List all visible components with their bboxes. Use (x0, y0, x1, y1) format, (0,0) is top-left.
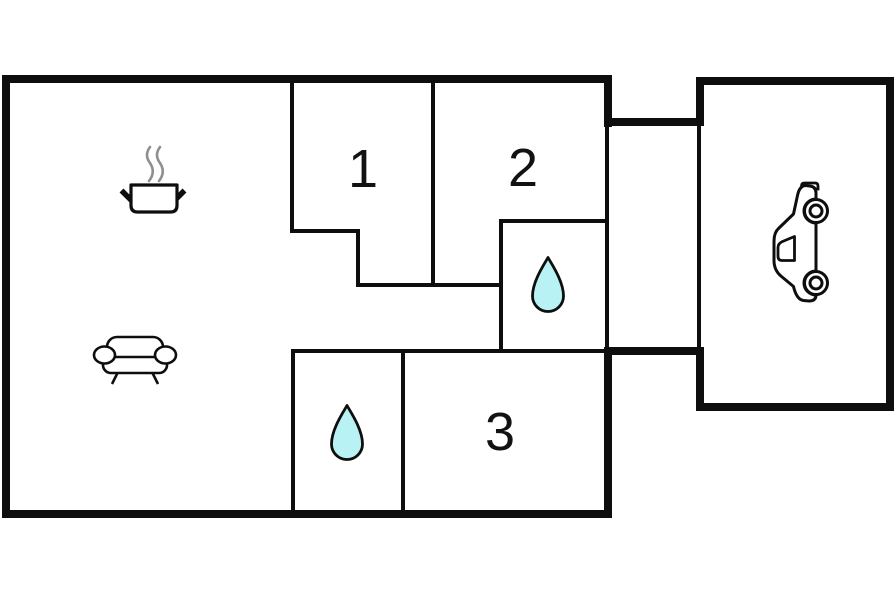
water-drop-icon (531, 256, 565, 313)
wall-room1-step-horizontal (290, 229, 360, 233)
wall-house-right-mid (605, 127, 609, 348)
wall-house-right-upper (604, 75, 612, 127)
car-icon (772, 181, 829, 303)
wall-lower-rooms-top (291, 349, 605, 353)
wall-garage-left-upper (696, 77, 704, 126)
cooking-pot-icon (119, 145, 187, 214)
wall-corridor-top (604, 118, 702, 126)
wall-corridor-bottom (604, 347, 702, 355)
sofa-armrest-left (92, 345, 117, 365)
car-wheel-rear-hub (808, 275, 824, 291)
wall-garage-bottom (696, 403, 894, 411)
water-drop-icon (330, 404, 364, 461)
sofa-seat (101, 355, 169, 375)
wall-bathroom-upper-left (499, 219, 503, 353)
car-wheel-front-hub (808, 203, 824, 219)
wall-bathroom-lower-room3-divider (401, 351, 405, 510)
wall-rooms12-bottom (356, 283, 503, 287)
steam-line (155, 145, 165, 183)
wall-garage-right (886, 77, 894, 411)
sofa-icon (92, 335, 178, 385)
wall-garage-top (696, 77, 894, 85)
wall-house-bottom (2, 510, 612, 518)
wall-room1-left (290, 83, 294, 233)
wall-house-right-lower (604, 347, 612, 518)
room-3-label: 3 (484, 402, 516, 462)
water-drop-shape (531, 256, 565, 313)
sofa-armrest-right (153, 345, 178, 365)
wall-garage-left-mid (697, 126, 701, 347)
wall-room1-step-vertical (356, 229, 360, 287)
wall-house-left (2, 75, 10, 518)
steam-line (145, 145, 155, 183)
room-2-label: 2 (507, 138, 539, 198)
wall-garage-left-lower (696, 347, 704, 411)
wall-house-top (2, 75, 612, 83)
car-window (776, 235, 796, 262)
wall-room1-room2-divider (431, 83, 435, 287)
room-1-label: 1 (347, 139, 379, 199)
water-drop-shape (330, 404, 364, 461)
pot-body (129, 183, 179, 214)
wall-bathroom-lower-left (291, 349, 295, 510)
wall-bathroom-upper-top (499, 219, 605, 223)
